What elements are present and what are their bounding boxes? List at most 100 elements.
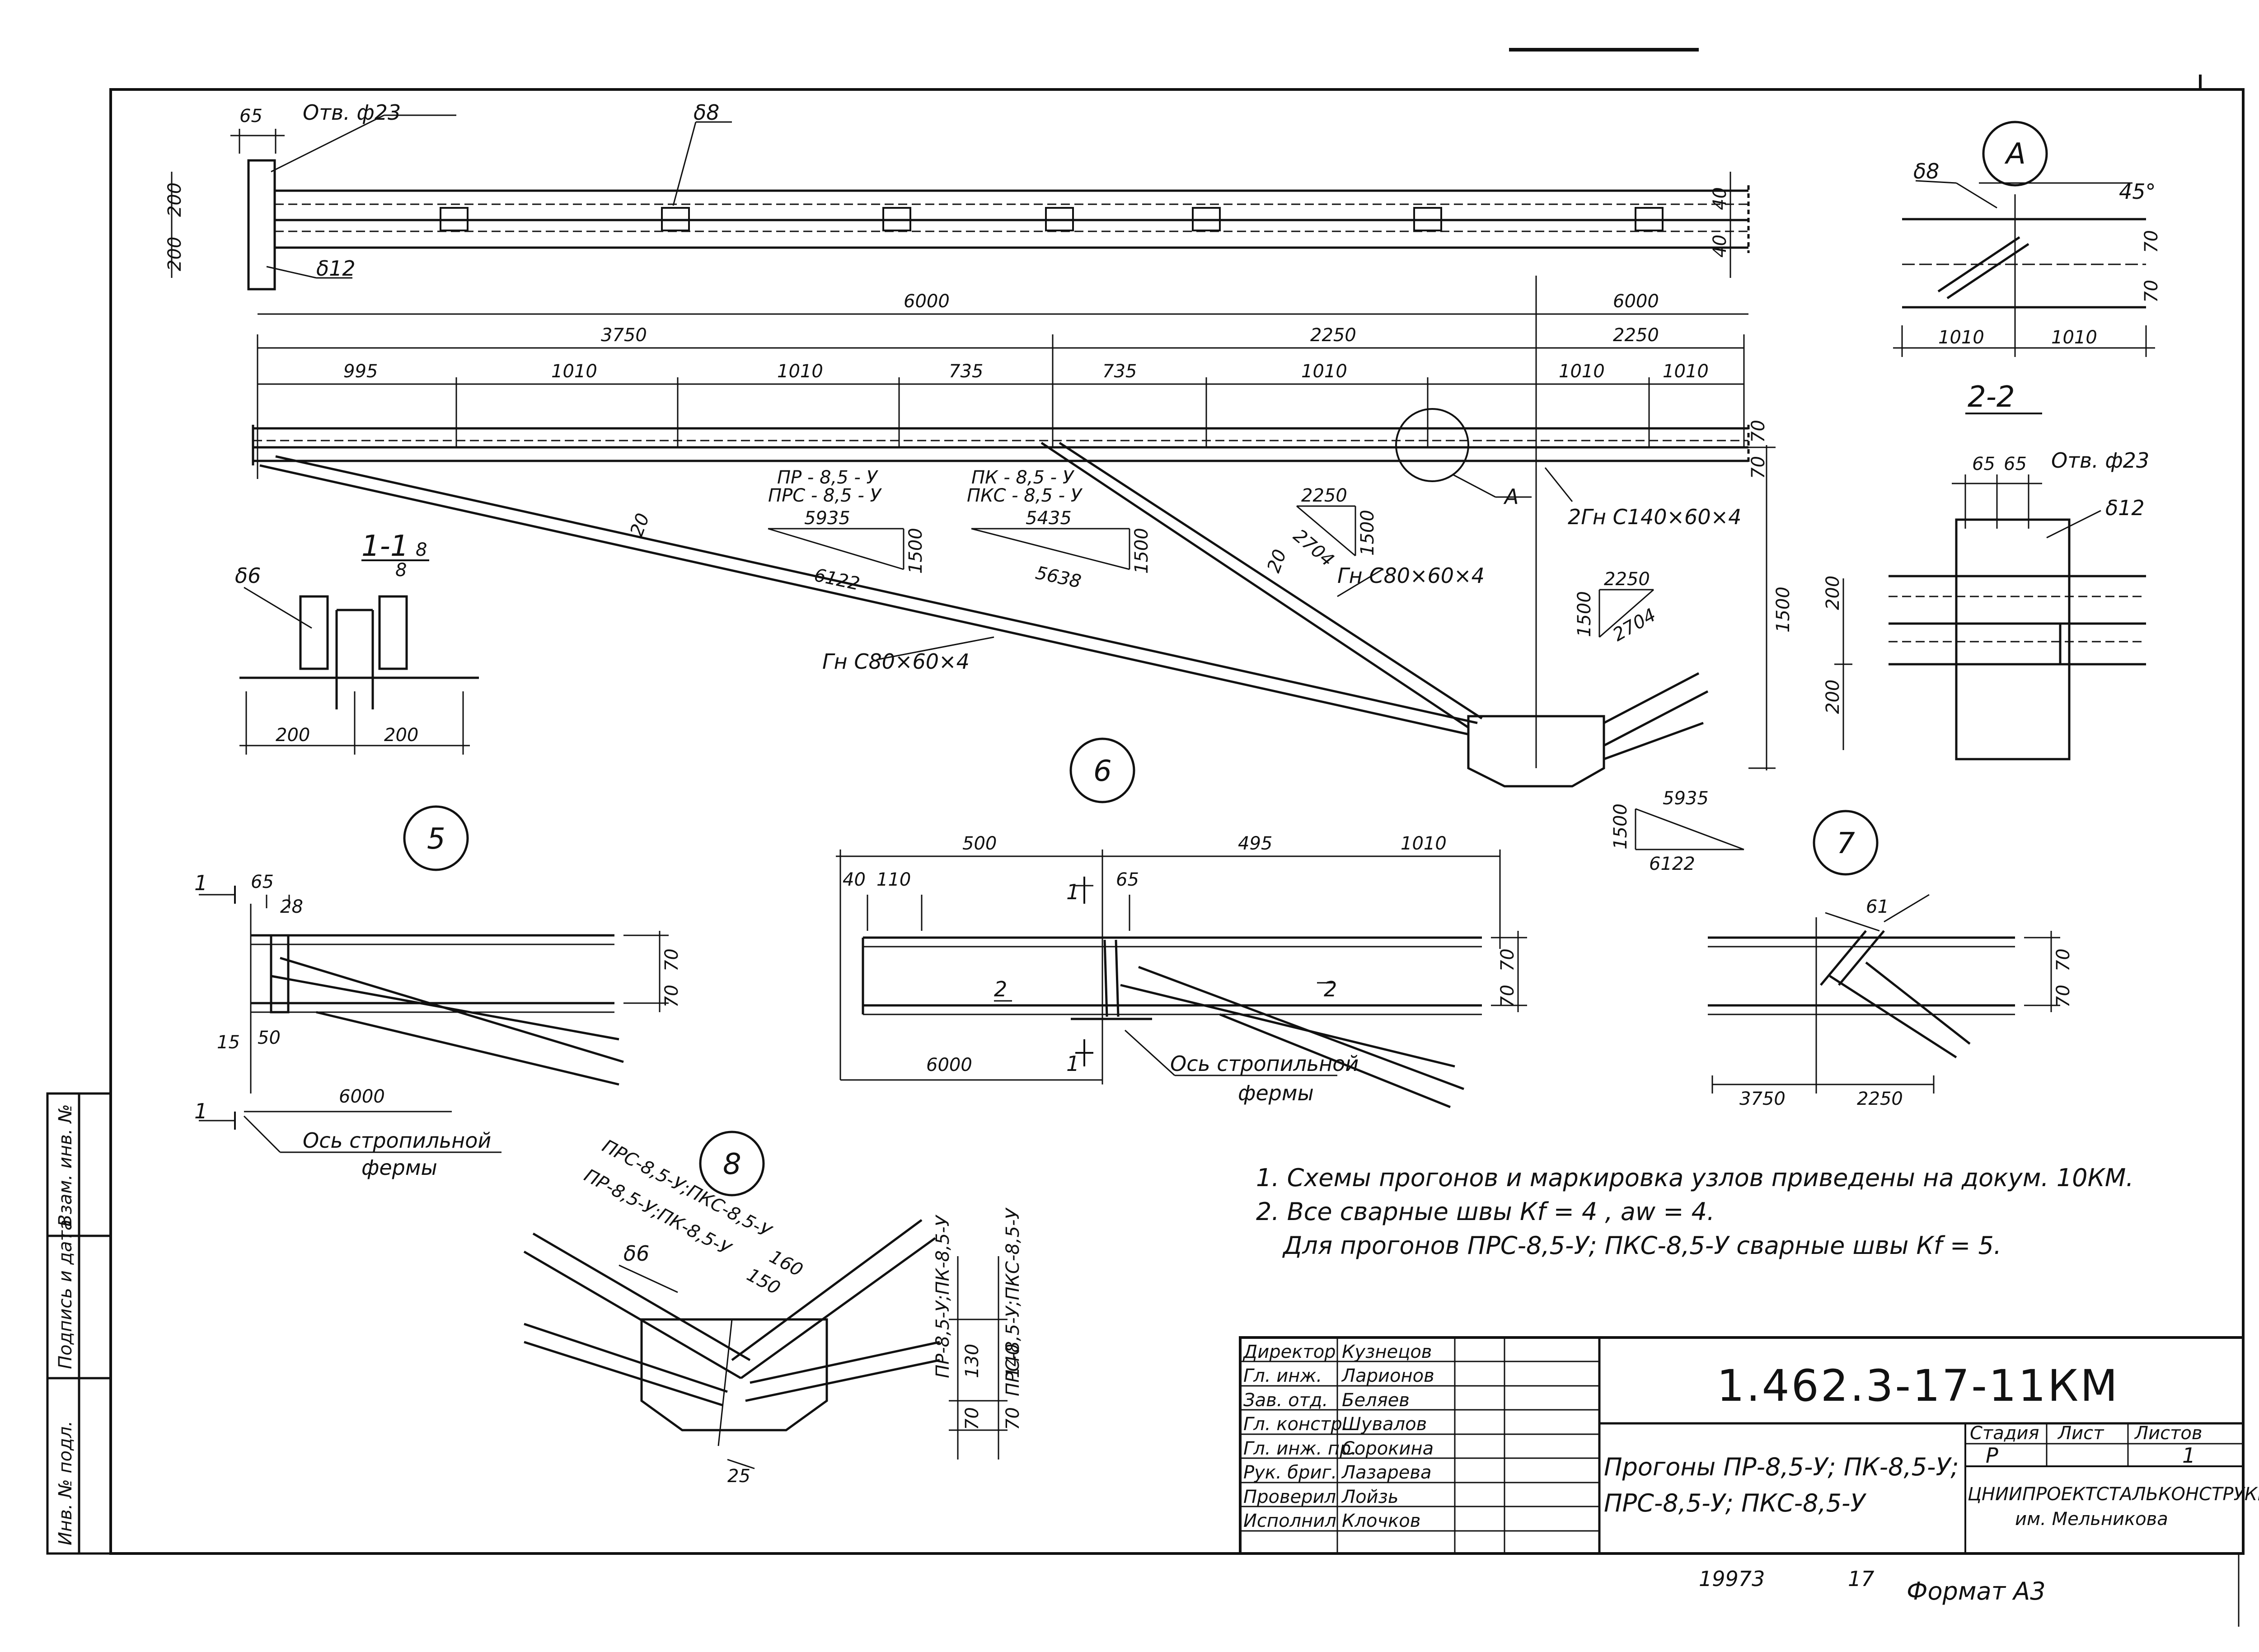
n7-d61: 61	[1866, 896, 1889, 917]
n5-axis-1: фермы	[361, 1155, 437, 1180]
n6-sec2b: 2	[1324, 977, 1337, 1001]
n8-d70a: 70	[962, 1407, 983, 1430]
n6-d70b: 70	[1497, 985, 1518, 1008]
tri4-side: 1500	[1574, 591, 1595, 637]
sec11-w8b: 8	[416, 540, 427, 560]
tb-name-7: Клочков	[1342, 1511, 1420, 1531]
side-stamp	[46, 1092, 112, 1555]
purlin-elevation	[252, 276, 1776, 850]
note-1: 1. Схемы прогонов и маркировка узлов при…	[1256, 1164, 2134, 1192]
tri5-top: 5935	[1663, 788, 1709, 809]
sec22-title: 2-2	[1968, 380, 2015, 414]
detA-d70a: 70	[2141, 230, 2162, 253]
tb-name-6: Лойзь	[1341, 1487, 1398, 1507]
elev-seg-7: 1010	[1663, 361, 1709, 382]
tb-title-1: Прогоны ПР-8,5-У; ПК-8,5-У;	[1604, 1453, 1959, 1481]
elev-seg-3: 735	[949, 361, 983, 382]
section-1-1	[239, 559, 479, 755]
n5-sec1: 1	[194, 871, 207, 895]
tb-stage: Р	[1986, 1443, 1998, 1468]
tb-sheets-label: Листов	[2134, 1423, 2202, 1444]
top-plate12: δ12	[316, 256, 356, 281]
n6-d110: 110	[876, 869, 911, 890]
top-view	[171, 114, 1750, 315]
detA-title: А	[2004, 137, 2026, 171]
sec22-d65b: 65	[2004, 454, 2027, 474]
n5-d70b: 70	[661, 985, 682, 1008]
top-span1: 6000	[904, 291, 950, 312]
tri3-hyp: 2704	[1289, 525, 1338, 571]
tb-title-2: ПРС-8,5-У; ПКС-8,5-У	[1604, 1489, 1866, 1517]
elev-seg-4: 735	[1102, 361, 1137, 382]
elev-d70b: 70	[1748, 456, 1769, 479]
top-d40b: 40	[1710, 235, 1730, 258]
n7-d70b: 70	[2053, 985, 2074, 1008]
elev-group2-0: ПК - 8,5 - У	[971, 467, 1075, 488]
elev-seg-1: 1010	[551, 361, 597, 382]
tri1-side: 1500	[905, 528, 926, 574]
detA-d1010a: 1010	[1938, 327, 1984, 348]
node-7	[1708, 810, 2060, 1094]
n7-d2250: 2250	[1857, 1089, 1903, 1109]
sec11-d200a: 200	[276, 725, 310, 746]
tri3-top: 2250	[1301, 485, 1347, 506]
top-d200b: 200	[164, 237, 185, 271]
detail-a	[1893, 121, 2155, 357]
n5-d6000: 6000	[339, 1086, 385, 1107]
detA-plate: δ8	[1913, 159, 1939, 183]
stamp-sign: Подпись и дата	[55, 1220, 76, 1369]
sec11-plate: δ6	[235, 563, 261, 588]
top-hole: Отв. ф23	[303, 100, 401, 125]
top-d65: 65	[239, 106, 262, 127]
tri2-hyp: 5638	[1034, 563, 1083, 592]
n8-d130: 130	[962, 1344, 983, 1378]
node-8	[523, 1131, 1008, 1469]
elev-d1500: 1500	[1773, 587, 1794, 633]
elev-group1-1: ПРС - 8,5 - У	[768, 485, 882, 506]
n6-d1010: 1010	[1401, 833, 1447, 854]
n6-d500: 500	[962, 833, 997, 854]
tri2-top: 5435	[1026, 508, 1072, 529]
tri4-top: 2250	[1604, 569, 1650, 590]
top-d40a: 40	[1710, 187, 1730, 210]
sec11-d200b: 200	[384, 725, 418, 746]
tb-name-3: Шувалов	[1342, 1414, 1427, 1435]
elev-seg-2: 1010	[777, 361, 823, 382]
elev-d2250b: 2250	[1613, 325, 1659, 346]
footer-number: 19973	[1699, 1567, 1765, 1591]
tb-name-0: Кузнецов	[1342, 1342, 1432, 1362]
sheet-frame	[109, 88, 2245, 1555]
sec22-d200a: 200	[1823, 576, 1843, 610]
n8-v2: ПРС-8,5-У;ПКС-8,5-У	[1003, 1207, 1023, 1396]
elev-group1-0: ПР - 8,5 - У	[777, 467, 879, 488]
tb-role-2: Зав. отд.	[1243, 1390, 1328, 1411]
tb-stage-label: Стадия	[1970, 1423, 2039, 1444]
n6-title: 6	[1093, 755, 1112, 788]
stamp-vzam: Взам. инв. №	[55, 1104, 76, 1227]
n6-d40: 40	[843, 869, 866, 890]
n6-sec1b: 1	[1066, 1051, 1079, 1076]
top-span2: 6000	[1613, 291, 1659, 312]
tb-role-1: Гл. инж.	[1243, 1366, 1322, 1386]
n8-d140: 140	[1003, 1344, 1023, 1378]
sec22-d200b: 200	[1823, 680, 1843, 714]
tb-role-0: Директор	[1242, 1342, 1336, 1362]
tri5-hyp: 6122	[1649, 854, 1695, 874]
detA-angle: 45°	[2119, 179, 2156, 204]
n6-axis-0: Ось стропильной	[1170, 1051, 1359, 1076]
n6-d495: 495	[1238, 833, 1272, 854]
elev-seg-5: 1010	[1301, 361, 1347, 382]
title-block	[1239, 1336, 2245, 1555]
elev-group2-1: ПКС - 8,5 - У	[967, 485, 1083, 506]
tb-role-6: Проверил	[1243, 1487, 1336, 1507]
n8-d70b: 70	[1003, 1407, 1023, 1430]
tb-org-2: им. Мельникова	[2015, 1509, 2168, 1530]
elev-d70a: 70	[1748, 420, 1769, 443]
n8-title: 8	[723, 1148, 741, 1181]
tb-role-4: Гл. инж. пр.	[1243, 1438, 1357, 1459]
detA-d1010b: 1010	[2051, 327, 2097, 348]
tb-role-7: Исполнил	[1243, 1511, 1336, 1531]
n6-sec2: 2	[994, 977, 1007, 1001]
sec22-d65a: 65	[1972, 454, 1995, 474]
